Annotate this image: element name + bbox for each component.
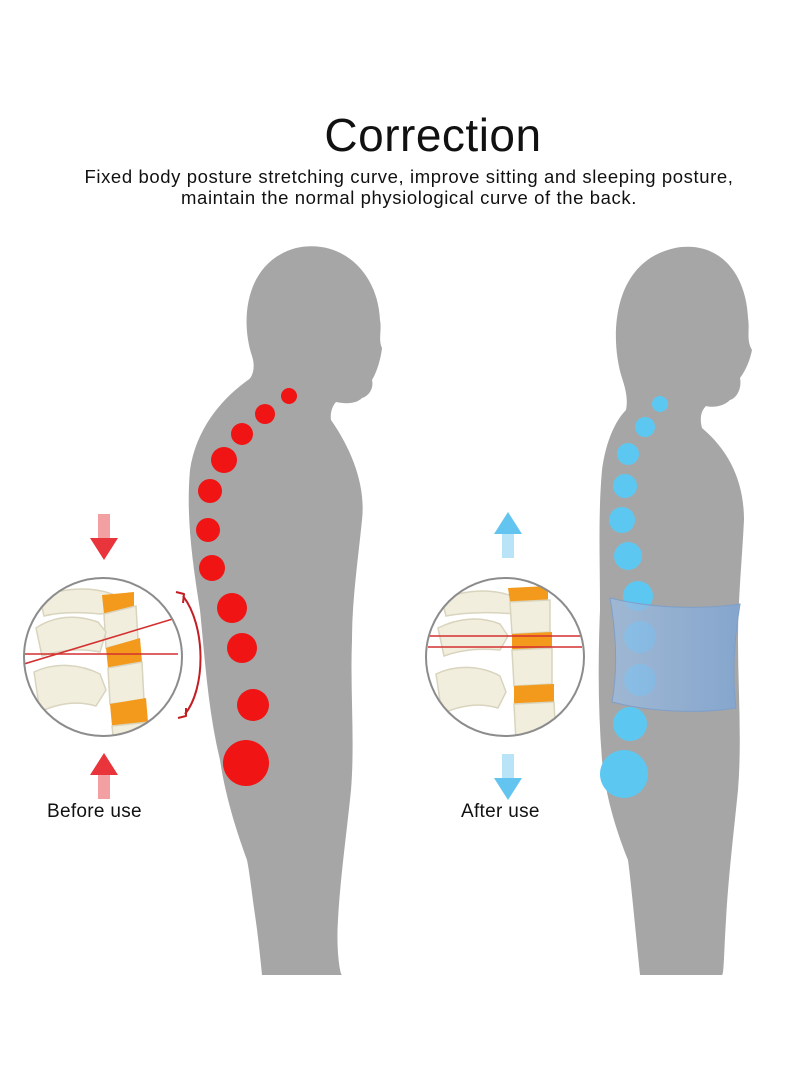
left-spine-dots bbox=[196, 388, 297, 786]
right-spine-dot bbox=[613, 474, 637, 498]
left-spine-closeup bbox=[23, 577, 183, 737]
left-spine-dot bbox=[211, 447, 237, 473]
arrow-down-icon bbox=[90, 514, 118, 560]
right-spine-dot bbox=[635, 417, 655, 437]
page-subtitle: Fixed body posture stretching curve, imp… bbox=[0, 166, 800, 208]
right-spine-closeup bbox=[425, 577, 585, 737]
right-spine-dot bbox=[614, 542, 642, 570]
left-spine-dot bbox=[198, 479, 222, 503]
right-spine-dot bbox=[652, 396, 668, 412]
arrow-up-icon bbox=[494, 512, 522, 558]
left-spine-dot bbox=[231, 423, 253, 445]
arrow-down-icon bbox=[494, 754, 522, 800]
left-spine-dot bbox=[223, 740, 269, 786]
support-belt bbox=[609, 597, 741, 712]
left-spine-dot bbox=[255, 404, 275, 424]
left-spine-dot bbox=[281, 388, 297, 404]
left-spine-dot bbox=[227, 633, 257, 663]
subtitle-line-2: maintain the normal physiological curve … bbox=[181, 187, 637, 208]
right-spine-dot bbox=[600, 750, 648, 798]
left-spine-dot bbox=[199, 555, 225, 581]
right-spine-dot bbox=[609, 507, 635, 533]
arrow-up-icon bbox=[90, 753, 118, 799]
subtitle-line-1: Fixed body posture stretching curve, imp… bbox=[84, 166, 734, 187]
right-spine-dot bbox=[613, 707, 647, 741]
left-spine-dot bbox=[196, 518, 220, 542]
curve-arrow-icon bbox=[175, 591, 202, 719]
right-spine-dot bbox=[617, 443, 639, 465]
after-use-caption: After use bbox=[461, 801, 540, 822]
left-spine-dot bbox=[217, 593, 247, 623]
before-use-caption: Before use bbox=[47, 801, 142, 822]
left-spine-dot bbox=[237, 689, 269, 721]
page-title: Correction bbox=[324, 109, 542, 161]
